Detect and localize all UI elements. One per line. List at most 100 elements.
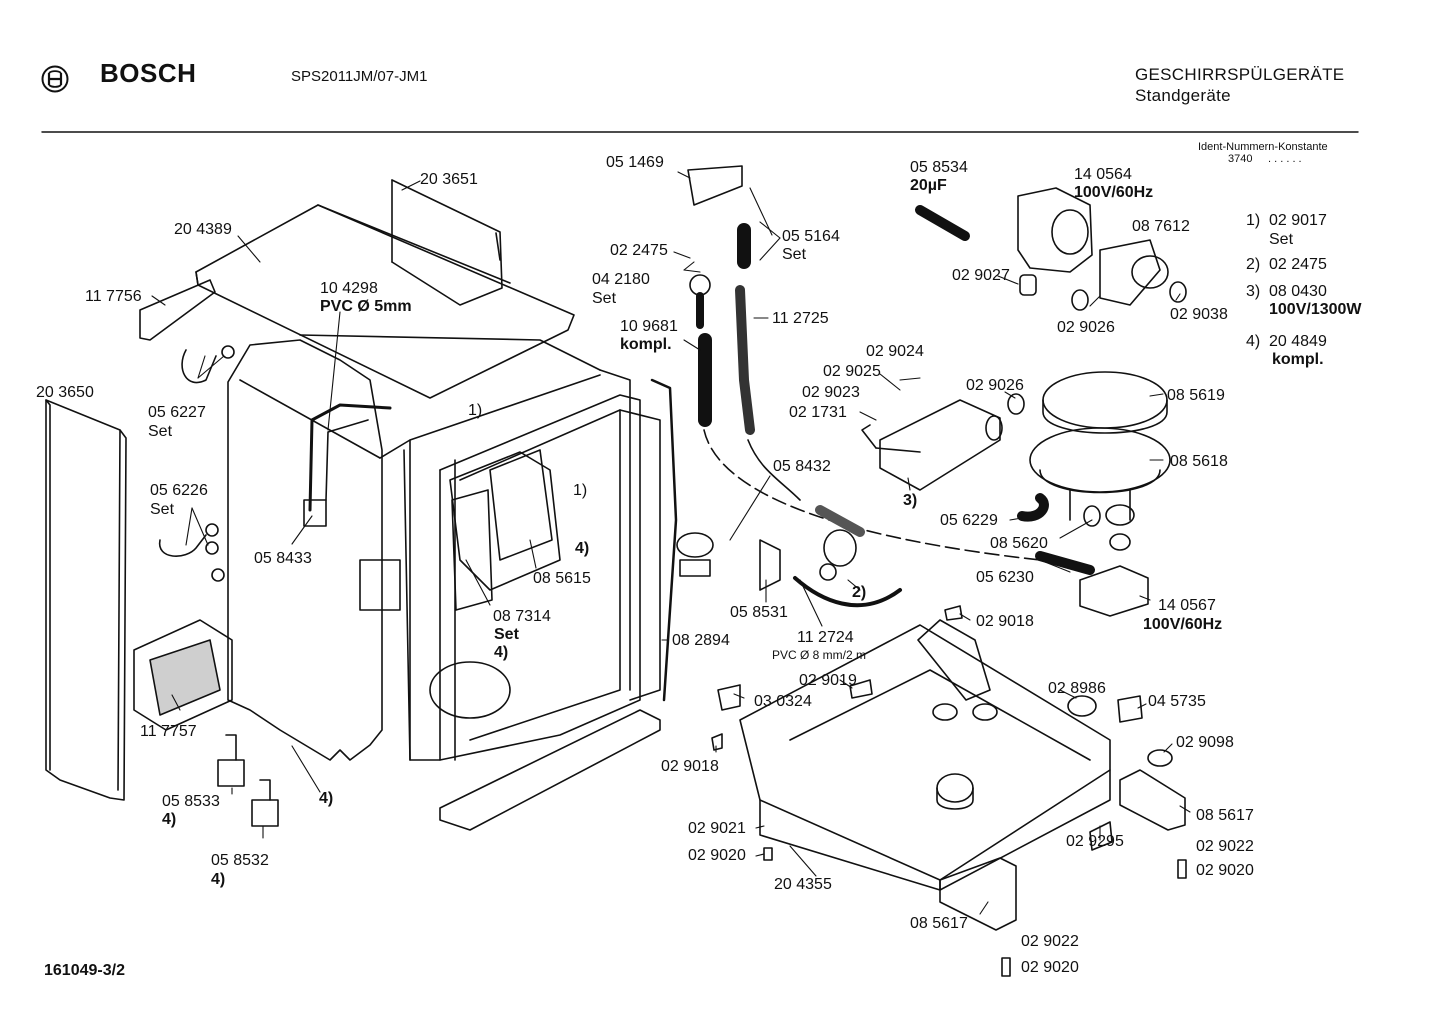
legend-key: 1): [1246, 212, 1261, 229]
part-label: 05 6226: [150, 482, 208, 499]
part-label: 02 9038: [1170, 306, 1228, 323]
part-label: 20 4355: [774, 876, 832, 893]
part-label: 08 5617: [910, 915, 968, 932]
part-label: 08 5617: [1196, 807, 1254, 824]
side-panel-drawing: [45, 399, 127, 801]
part-spec: 100V/60Hz: [1143, 616, 1223, 633]
hinge-bracket-drawing: [139, 279, 216, 341]
drain-hose-drawing: [735, 285, 755, 435]
product-subcategory: Standgeräte: [1135, 86, 1231, 105]
part-label: 08 2894: [672, 632, 730, 649]
legend-key: 2): [1246, 256, 1261, 273]
part-label: 05 1469: [606, 154, 664, 171]
part-label: 11 2725: [772, 310, 829, 327]
legend-key: 3): [1246, 283, 1261, 300]
part-label: 02 9024: [866, 343, 924, 360]
part-label: 02 9026: [966, 377, 1024, 394]
part-label: 10 4298: [320, 280, 378, 297]
motor-drawing: [1017, 187, 1187, 311]
ident-dots: . . . . . .: [1268, 153, 1302, 165]
bottom-rail-drawing: [439, 709, 661, 831]
part-label: 04 5735: [1148, 693, 1206, 710]
part-label: 08 5618: [1170, 453, 1228, 470]
part-label: 02 9022: [1021, 933, 1079, 950]
part-label: 08 5615: [533, 570, 591, 587]
part-label: 02 2475: [610, 242, 668, 259]
part-spec: 100V/60Hz: [1074, 184, 1154, 201]
handle-drawing: [687, 165, 743, 206]
insulation-block-drawing: [133, 619, 233, 731]
part-note: 4): [211, 871, 226, 888]
capacitor-drawing: [915, 205, 970, 241]
heater-block-drawing: [861, 393, 1025, 491]
part-note: 4): [575, 540, 590, 557]
door-seal-drawing: [449, 449, 561, 611]
legend-part: 02 2475: [1269, 256, 1327, 273]
part-label: 11 2724: [797, 629, 854, 646]
part-label: 02 9025: [823, 363, 881, 380]
bosch-logo-icon: [41, 65, 69, 93]
part-note: Set: [494, 626, 519, 643]
part-label: 08 5619: [1167, 387, 1225, 404]
part-spec: PVC Ø 5mm: [320, 298, 412, 315]
part-label: 14 0564: [1074, 166, 1132, 183]
foot-rail-front-drawing: [939, 857, 1017, 931]
part-label: 08 7612: [1132, 218, 1190, 235]
heater-tube-drawing: [650, 378, 678, 702]
legend-note: Set: [1269, 231, 1294, 248]
legend-note: 100V/1300W: [1269, 301, 1362, 318]
part-label: 14 0567: [1158, 597, 1216, 614]
part-note: Set: [148, 423, 173, 440]
part-note: 4): [494, 644, 509, 661]
foot-rail-side-drawing: [1119, 769, 1186, 831]
cable-dashed-drawing: [703, 429, 1041, 561]
part-note: 1): [573, 482, 588, 499]
legend-note: kompl.: [1272, 351, 1324, 368]
back-panel-drawing: [391, 179, 503, 306]
part-label: 05 6230: [976, 569, 1034, 586]
pressure-switch-drawing: [676, 529, 857, 591]
part-note: 4): [319, 790, 334, 807]
part-label: 05 8433: [254, 550, 312, 567]
brand-name: BOSCH: [100, 58, 197, 88]
legend-part: 20 4849: [1269, 333, 1327, 350]
part-label: 11 7756: [85, 288, 142, 305]
model-code: SPS2011JM/07-JM1: [291, 68, 428, 85]
inlet-valve-drawing: [217, 734, 279, 827]
part-label: 08 7314: [493, 608, 551, 625]
door-frame-drawing: [403, 449, 456, 761]
hose-drawing-2: [159, 534, 207, 557]
part-label: 04 2180: [592, 271, 650, 288]
part-label: 02 9018: [661, 758, 719, 775]
legend-part: 08 0430: [1269, 283, 1327, 300]
part-note: 3): [903, 492, 918, 509]
part-label: 02 1731: [789, 404, 847, 421]
drain-pump-drawing: [1035, 551, 1149, 617]
part-label: 05 5164: [782, 228, 840, 245]
part-note: kompl.: [620, 336, 672, 353]
part-label: 02 9026: [1057, 319, 1115, 336]
drawing-number: 161049-3/2: [44, 962, 125, 979]
leader-lines: [151, 171, 1191, 915]
part-label: 02 9023: [802, 384, 860, 401]
hose-6229-drawing: [1017, 493, 1049, 522]
part-note: Set: [150, 501, 175, 518]
part-label: 05 8532: [211, 852, 269, 869]
part-note: Set: [592, 290, 617, 307]
part-label: 05 6229: [940, 512, 998, 529]
part-label: 02 9022: [1196, 838, 1254, 855]
ident-value: 3740: [1228, 153, 1253, 165]
part-label: 02 9295: [1066, 833, 1124, 850]
part-label: 20 3650: [36, 384, 94, 401]
part-label: 05 8534: [910, 159, 968, 176]
part-label: 20 3651: [420, 171, 478, 188]
part-note: 2): [852, 584, 867, 601]
part-label: 05 6227: [148, 404, 206, 421]
product-category: GESCHIRRSPÜLGERÄTE: [1135, 65, 1345, 84]
part-label: 20 4389: [174, 221, 232, 238]
part-label: 02 9019: [799, 672, 857, 689]
part-label: 11 7757: [140, 723, 197, 740]
part-spec: PVC Ø 8 mm/2 m: [772, 648, 867, 662]
